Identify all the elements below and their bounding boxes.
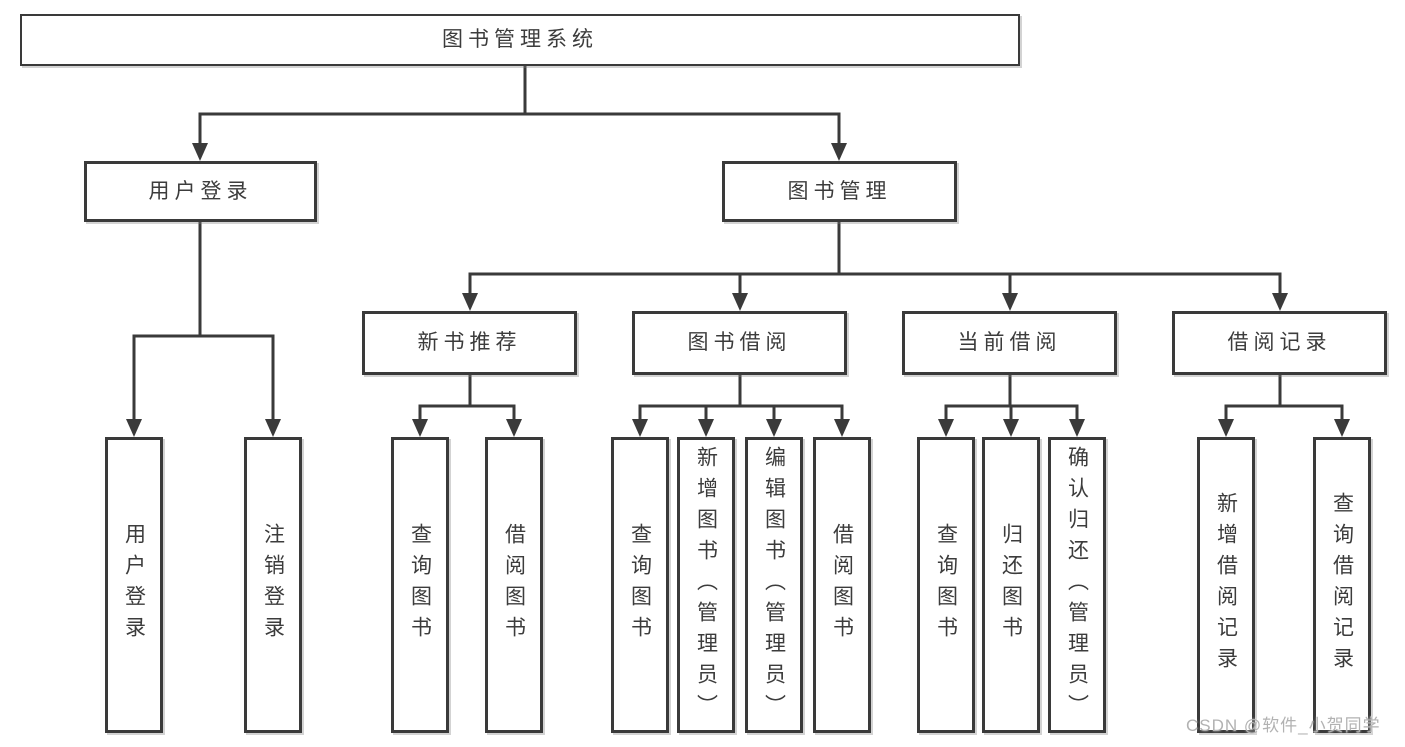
node-borrowing-records: 借阅记录: [1172, 311, 1387, 375]
leaf-confirm-return-admin: 确认归还（管理员）: [1048, 437, 1106, 733]
leaf-query-books-recommend: 查询图书: [391, 437, 449, 733]
leaf-add-books-admin: 新增图书（管理员）: [677, 437, 735, 733]
leaf-query-books-current: 查询图书: [917, 437, 975, 733]
node-book-borrowing: 图书借阅: [632, 311, 847, 375]
leaf-add-borrow-record: 新增借阅记录: [1197, 437, 1255, 733]
leaf-borrow-books-recommend: 借阅图书: [485, 437, 543, 733]
node-new-book-recommendation: 新书推荐: [362, 311, 577, 375]
leaf-return-books: 归还图书: [982, 437, 1040, 733]
leaf-query-borrow-record: 查询借阅记录: [1313, 437, 1371, 733]
node-library-management-system: 图书管理系统: [20, 14, 1020, 66]
node-book-management: 图书管理: [722, 161, 957, 222]
leaf-query-books-borrowing: 查询图书: [611, 437, 669, 733]
leaf-edit-books-admin: 编辑图书（管理员）: [745, 437, 803, 733]
node-current-borrowing: 当前借阅: [902, 311, 1117, 375]
leaf-logout-login: 注销登录: [244, 437, 302, 733]
node-user-login: 用户登录: [84, 161, 317, 222]
watermark: CSDN @软件_小贺同学: [1186, 716, 1381, 735]
leaf-user-login: 用户登录: [105, 437, 163, 733]
leaf-borrow-books-borrowing: 借阅图书: [813, 437, 871, 733]
